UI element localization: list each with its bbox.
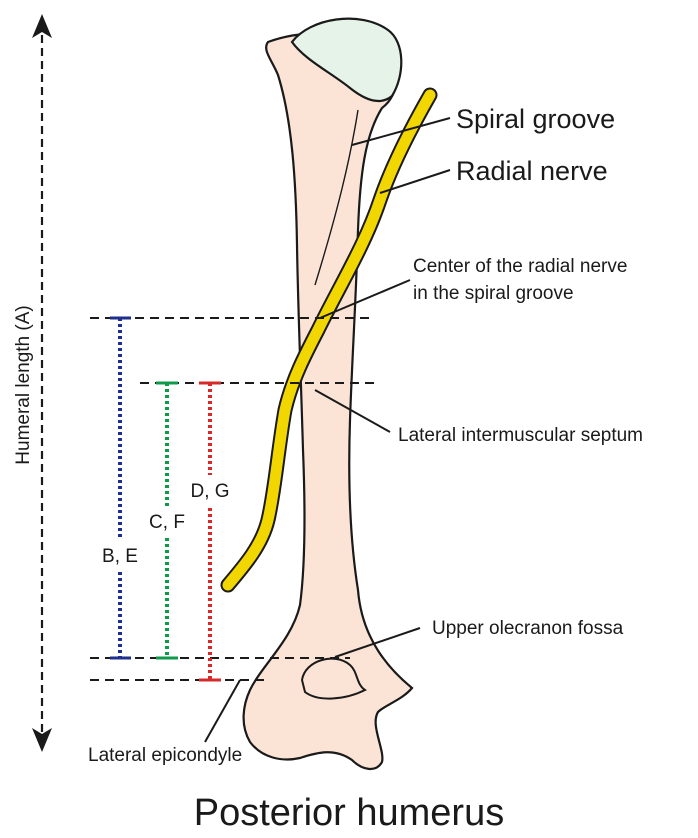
leader-epicondyle <box>205 680 240 742</box>
label-upper-olecranon: Upper olecranon fossa <box>432 618 624 639</box>
figure-title: Posterior humerus <box>194 792 504 834</box>
label-center-line2: in the spiral groove <box>413 283 574 304</box>
dimension-be <box>110 318 131 658</box>
label-spiral-groove: Spiral groove <box>456 104 615 134</box>
dimension-dg <box>199 383 221 680</box>
label-center-line1: Center of the radial nerve <box>413 256 627 277</box>
arrow-head-top <box>32 14 52 38</box>
label-humeral-length: Humeral length (A) <box>13 305 34 464</box>
label-dim-dg: D, G <box>190 481 229 502</box>
label-dim-cf: C, F <box>149 512 185 533</box>
label-lateral-epicondyle: Lateral epicondyle <box>88 745 242 766</box>
label-lateral-septum: Lateral intermuscular septum <box>398 425 643 446</box>
label-dim-be: B, E <box>102 546 138 567</box>
label-radial-nerve: Radial nerve <box>456 156 608 186</box>
